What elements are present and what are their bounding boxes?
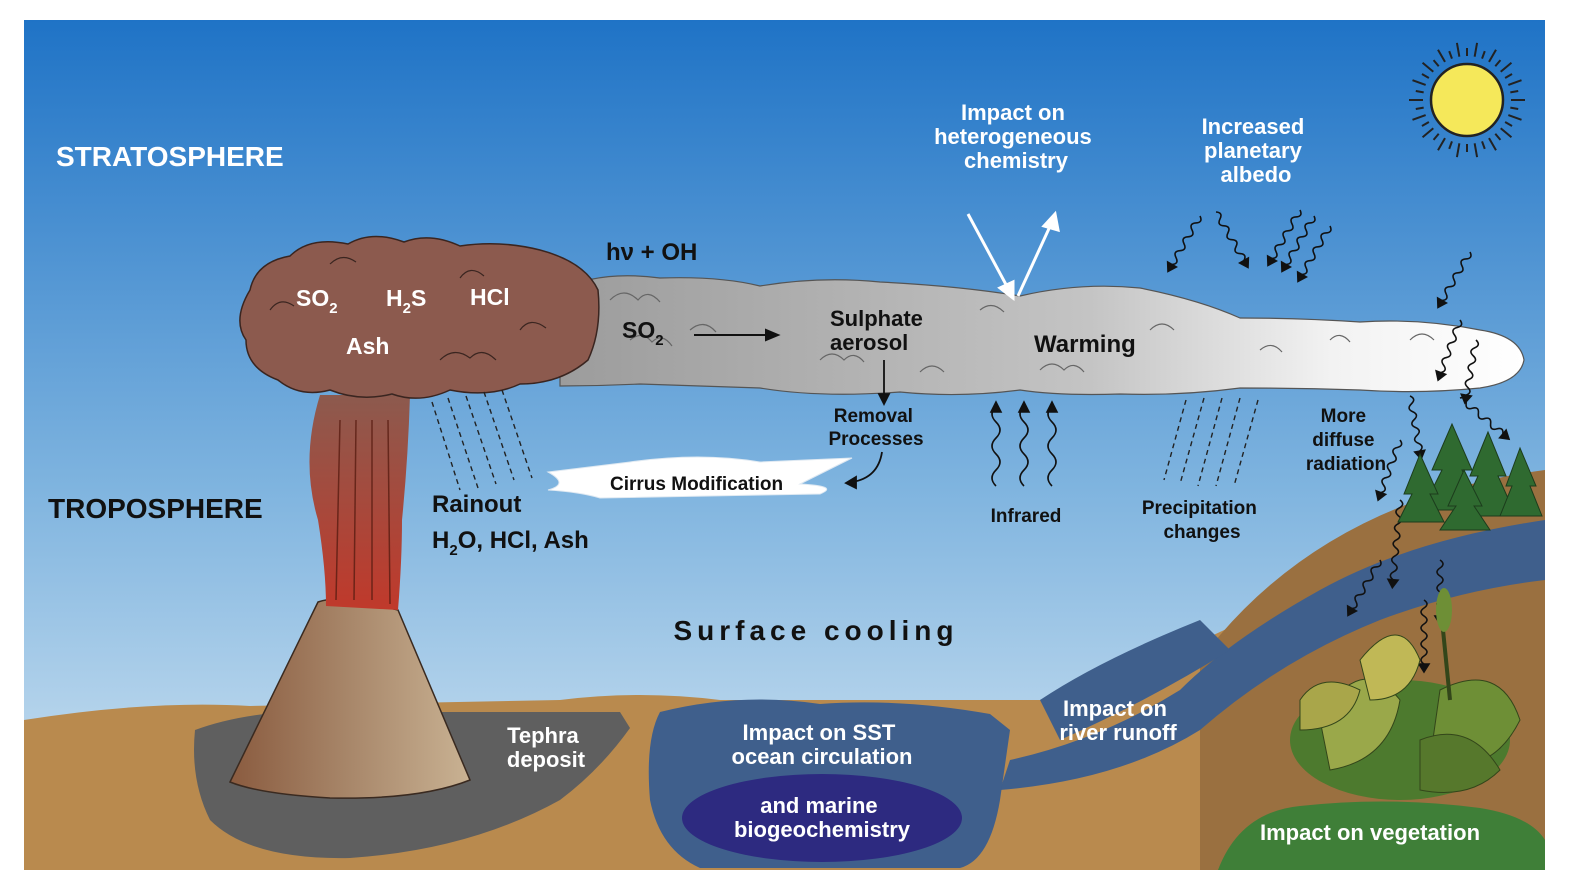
- troposphere-label: TROPOSPHERE: [48, 493, 263, 524]
- eruption-column: [309, 395, 410, 610]
- diffuse-wave-3-icon: [1375, 439, 1403, 502]
- diffuse-wave-2-icon: [1459, 396, 1511, 441]
- river-inlet: [1040, 620, 1230, 740]
- removal-processes-label: Removal Processes: [828, 406, 923, 450]
- ground-wave-4-icon: [1417, 599, 1431, 674]
- diffuse-radiation-label: More diffuse radiation: [1306, 406, 1386, 475]
- vegetation: [1218, 588, 1545, 870]
- plume-h2s-label: H2S: [386, 285, 426, 317]
- river: [1000, 520, 1545, 790]
- heterogeneous-arrows: [966, 210, 1060, 302]
- stratosphere-label: STRATOSPHERE: [56, 141, 284, 172]
- surface-cooling-label: Surface cooling: [673, 615, 958, 646]
- sst-label: Impact on SST ocean circulation: [732, 720, 913, 769]
- plume-so2-label: SO2: [296, 285, 338, 317]
- rainout-species-label: H2O, HCl, Ash: [432, 527, 589, 559]
- aerosol-cloud: [559, 275, 1525, 396]
- tephra-deposit-label: Tephra deposit: [507, 723, 586, 772]
- sulphate-aerosol-label: Sulphate aerosol: [830, 306, 929, 355]
- marine-biogeochemistry-label: and marine biogeochemistry: [734, 793, 911, 842]
- river-runoff-label: Impact on river runoff: [1059, 696, 1177, 745]
- solar-wave-2-icon: [1435, 319, 1463, 382]
- sun-icon: [1409, 42, 1525, 158]
- rainout-lines: [431, 389, 533, 491]
- warming-label: Warming: [1034, 331, 1136, 358]
- heterogeneous-chemistry-label: Impact on heterogeneous chemistry: [934, 100, 1098, 173]
- hv-oh-label: hν + OH: [606, 239, 697, 266]
- ground-wave-2-icon: [1346, 559, 1382, 617]
- precipitation-changes-label: Precipitation changes: [1142, 498, 1262, 543]
- plume-ash-label: Ash: [346, 333, 389, 359]
- vegetation-label: Impact on vegetation: [1260, 820, 1480, 845]
- rainout-label: Rainout: [432, 491, 521, 518]
- cirrus-cloud: [546, 456, 853, 499]
- albedo-wave-4-icon: [1280, 215, 1316, 273]
- forest: [1397, 422, 1543, 531]
- solar-wave-1-icon: [1436, 251, 1472, 309]
- so2-to-sulphate-arrow: [694, 328, 781, 342]
- ash-plume: [239, 235, 600, 399]
- cirrus-modification-label: Cirrus Modification: [610, 474, 783, 495]
- cirrus-arrow: [844, 451, 883, 490]
- albedo-wave-5-icon: [1296, 225, 1332, 283]
- aerosol-so2-label: SO2: [622, 317, 664, 349]
- albedo-wave-2-icon: [1215, 211, 1250, 269]
- marine-ellipse: [682, 774, 962, 862]
- precipitation-lines: [1163, 397, 1259, 487]
- albedo-wave-1-icon: [1166, 215, 1202, 273]
- ground-wave-1-icon: [1386, 499, 1404, 590]
- infrared-label: Infrared: [991, 506, 1062, 527]
- planetary-albedo-label: Increased planetary albedo: [1202, 114, 1311, 187]
- albedo-wave-3-icon: [1266, 209, 1302, 267]
- infrared-waves: [989, 400, 1059, 487]
- plume-hcl-label: HCl: [470, 284, 510, 310]
- removal-arrow: [877, 360, 891, 407]
